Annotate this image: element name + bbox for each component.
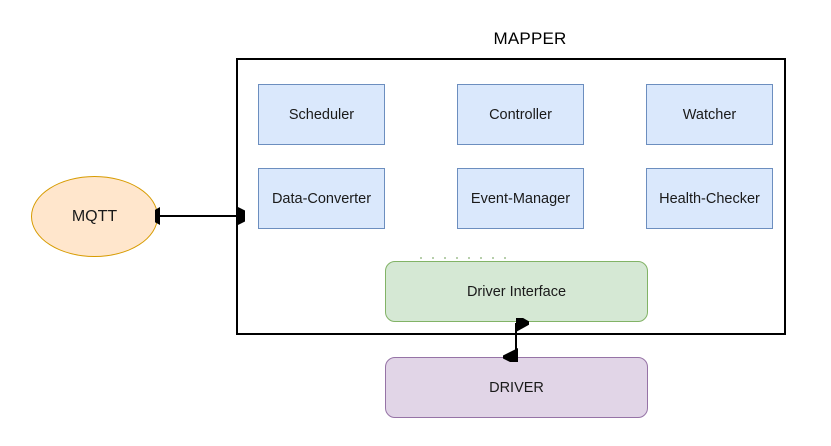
driver-box[interactable]: DRIVER xyxy=(385,357,648,418)
mqtt-label: MQTT xyxy=(71,207,118,225)
driver-interface-label: Driver Interface xyxy=(466,283,567,300)
component-label: Scheduler xyxy=(288,106,355,123)
component-label: Watcher xyxy=(682,106,737,123)
driver-label: DRIVER xyxy=(489,379,544,396)
component-label: Controller xyxy=(489,106,552,123)
mapper-title: MAPPER xyxy=(493,29,567,48)
component-label: Event-Manager xyxy=(470,190,571,207)
connector-driver-interface-to-driver-arrow xyxy=(503,318,529,362)
connector-mqtt-to-mapper-arrow xyxy=(155,207,245,225)
mqtt-node[interactable]: MQTT xyxy=(31,176,158,257)
component-scheduler[interactable]: Scheduler xyxy=(258,84,385,145)
component-controller[interactable]: Controller xyxy=(457,84,584,145)
component-watcher[interactable]: Watcher xyxy=(646,84,773,145)
driver-interface-box[interactable]: Driver Interface xyxy=(385,261,648,322)
component-label: Data-Converter xyxy=(271,190,372,207)
dotted-line-artifact xyxy=(420,257,506,259)
component-health-checker[interactable]: Health-Checker xyxy=(646,168,773,229)
component-data-converter[interactable]: Data-Converter xyxy=(258,168,385,229)
component-event-manager[interactable]: Event-Manager xyxy=(457,168,584,229)
component-label: Health-Checker xyxy=(659,190,760,207)
